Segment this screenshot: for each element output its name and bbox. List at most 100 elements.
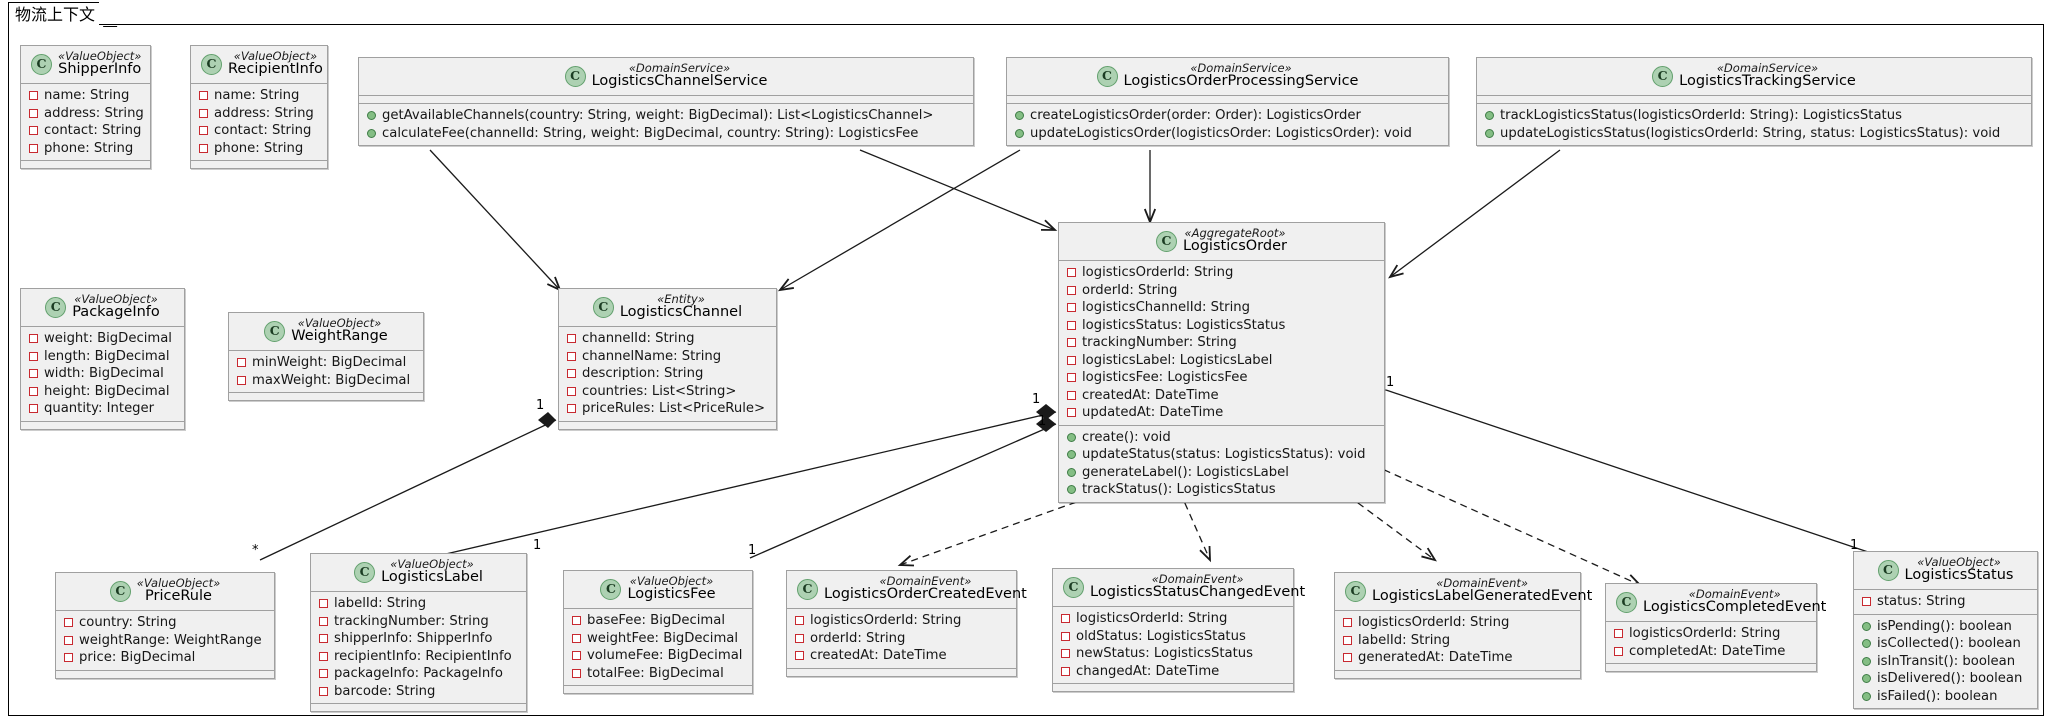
class-logistics-fee[interactable]: C «ValueObject» LogisticsFee baseFee: Bi…: [563, 570, 753, 695]
method-icon: [1862, 639, 1871, 649]
field-row: contact: String: [29, 122, 142, 140]
field-icon: [572, 616, 581, 626]
fields-compartment: logisticsOrderId: String orderId: String…: [787, 609, 1016, 668]
class-package-info[interactable]: C «ValueObject» PackageInfo weight: BigD…: [20, 288, 185, 430]
field-row: baseFee: BigDecimal: [572, 612, 744, 630]
class-logistics-order-processing-service[interactable]: C «DomainService» LogisticsOrderProcessi…: [1006, 57, 1449, 147]
class-logistics-label[interactable]: C «ValueObject» LogisticsLabel labelId: …: [310, 553, 527, 713]
field-row: createdAt: DateTime: [1067, 387, 1376, 405]
class-logistics-tracking-service[interactable]: C «DomainService» LogisticsTrackingServi…: [1476, 57, 2032, 147]
field-label: shipperInfo: ShipperInfo: [334, 631, 493, 647]
field-icon: [572, 668, 581, 678]
field-label: logisticsStatus: LogisticsStatus: [1082, 317, 1286, 333]
package-frame: [8, 24, 2044, 716]
field-label: name: String: [214, 88, 300, 104]
class-logistics-status[interactable]: C «ValueObject» LogisticsStatus status: …: [1853, 551, 2038, 710]
field-icon: [1067, 355, 1076, 365]
class-header: C «AggregateRoot» LogisticsOrder: [1059, 223, 1384, 260]
field-row: channelId: String: [567, 330, 768, 348]
field-label: contact: String: [214, 123, 312, 139]
field-icon: [1343, 653, 1352, 663]
field-label: barcode: String: [334, 683, 436, 699]
methods-compartment: [56, 671, 274, 678]
class-price-rule[interactable]: C «ValueObject» PriceRule country: Strin…: [55, 572, 275, 679]
method-icon: [367, 128, 376, 138]
field-label: changedAt: DateTime: [1076, 663, 1220, 679]
field-row: weightFee: BigDecimal: [572, 630, 744, 648]
field-label: logisticsChannelId: String: [1082, 300, 1250, 316]
method-icon: [1485, 128, 1494, 138]
divider: [1477, 95, 2031, 97]
method-label: getAvailableChannels(country: String, we…: [382, 108, 934, 124]
class-shipper-info[interactable]: C «ValueObject» ShipperInfo name: String…: [20, 45, 151, 170]
field-icon: [29, 386, 38, 396]
field-label: trackingNumber: String: [1082, 335, 1237, 351]
class-icon: C: [564, 65, 586, 87]
divider: [787, 608, 1016, 610]
field-row: logisticsOrderId: String: [1614, 625, 1808, 643]
field-icon: [1343, 635, 1352, 645]
divider: [359, 95, 973, 97]
class-logistics-channel-service[interactable]: C «DomainService» LogisticsChannelServic…: [358, 57, 974, 147]
fields-compartment: logisticsOrderId: String orderId: String…: [1059, 261, 1384, 425]
class-name: LogisticsChannel: [619, 304, 743, 321]
class-icon: C: [109, 580, 131, 602]
methods-compartment: getAvailableChannels(country: String, we…: [359, 104, 973, 145]
methods-compartment: [1335, 671, 1580, 678]
class-logistics-completed-event[interactable]: C «DomainEvent» LogisticsCompletedEvent …: [1605, 583, 1826, 673]
fields-compartment: [1007, 96, 1448, 103]
field-row: contact: String: [199, 122, 319, 140]
field-icon: [319, 634, 328, 644]
class-name: ShipperInfo: [58, 61, 142, 78]
field-row: phone: String: [199, 140, 319, 158]
method-row: isInTransit(): boolean: [1862, 653, 2029, 671]
field-icon: [199, 143, 208, 153]
field-row: newStatus: LogisticsStatus: [1061, 645, 1285, 663]
field-icon: [1343, 618, 1352, 628]
field-label: description: String: [582, 366, 704, 382]
field-icon: [29, 91, 38, 101]
field-row: trackingNumber: String: [319, 613, 518, 631]
class-logistics-status-changed-event[interactable]: C «DomainEvent» LogisticsStatusChangedEv…: [1052, 568, 1305, 693]
field-label: updatedAt: DateTime: [1082, 405, 1224, 421]
class-stereotype: «ValueObject»: [233, 49, 318, 63]
class-header: C «DomainService» LogisticsOrderProcessi…: [1007, 58, 1448, 95]
field-label: maxWeight: BigDecimal: [252, 372, 411, 388]
method-label: isPending(): boolean: [1877, 618, 2012, 634]
field-icon: [64, 635, 73, 645]
class-name: LogisticsStatusChangedEvent: [1090, 584, 1306, 601]
method-label: isDelivered(): boolean: [1877, 671, 2023, 687]
fields-compartment: name: String address: String contact: St…: [21, 84, 150, 160]
class-icon: C: [1652, 65, 1674, 87]
field-icon: [1614, 629, 1623, 639]
class-stereotype: «ValueObject»: [629, 574, 714, 588]
fields-compartment: baseFee: BigDecimal weightFee: BigDecima…: [564, 609, 752, 685]
method-row: create(): void: [1067, 429, 1376, 447]
field-row: trackingNumber: String: [1067, 334, 1376, 352]
method-row: getAvailableChannels(country: String, we…: [367, 107, 965, 125]
mult-order-fee-one: 1: [748, 543, 757, 558]
field-row: width: BigDecimal: [29, 365, 176, 383]
field-label: logisticsOrderId: String: [1076, 611, 1228, 627]
class-icon: C: [31, 53, 52, 75]
field-icon: [795, 633, 804, 643]
field-row: barcode: String: [319, 683, 518, 701]
class-logistics-order[interactable]: C «AggregateRoot» LogisticsOrder logisti…: [1058, 222, 1385, 503]
method-label: updateLogisticsOrder(logisticsOrder: Log…: [1030, 125, 1412, 141]
class-logistics-order-created-event[interactable]: C «DomainEvent» LogisticsOrderCreatedEve…: [786, 570, 1027, 677]
class-logistics-label-generated-event[interactable]: C «DomainEvent» LogisticsLabelGeneratedE…: [1334, 572, 1592, 679]
class-stereotype: «DomainService»: [628, 61, 731, 75]
class-logistics-channel[interactable]: C «Entity» LogisticsChannel channelId: S…: [558, 288, 777, 430]
class-recipient-info[interactable]: C «ValueObject» RecipientInfo name: Stri…: [190, 45, 328, 170]
field-icon: [1067, 408, 1076, 418]
field-icon: [1061, 614, 1070, 624]
method-row: calculateFee(channelId: String, weight: …: [367, 125, 965, 143]
class-header: C «ValueObject» PackageInfo: [21, 289, 184, 326]
method-icon: [1067, 485, 1076, 495]
class-header: C «Entity» LogisticsChannel: [559, 289, 776, 326]
methods-compartment: [1606, 664, 1816, 671]
field-icon: [29, 143, 38, 153]
class-stereotype: «DomainService»: [1190, 61, 1292, 75]
class-weight-range[interactable]: C «ValueObject» WeightRange minWeight: B…: [228, 312, 424, 402]
field-label: priceRules: List<PriceRule>: [582, 401, 766, 417]
